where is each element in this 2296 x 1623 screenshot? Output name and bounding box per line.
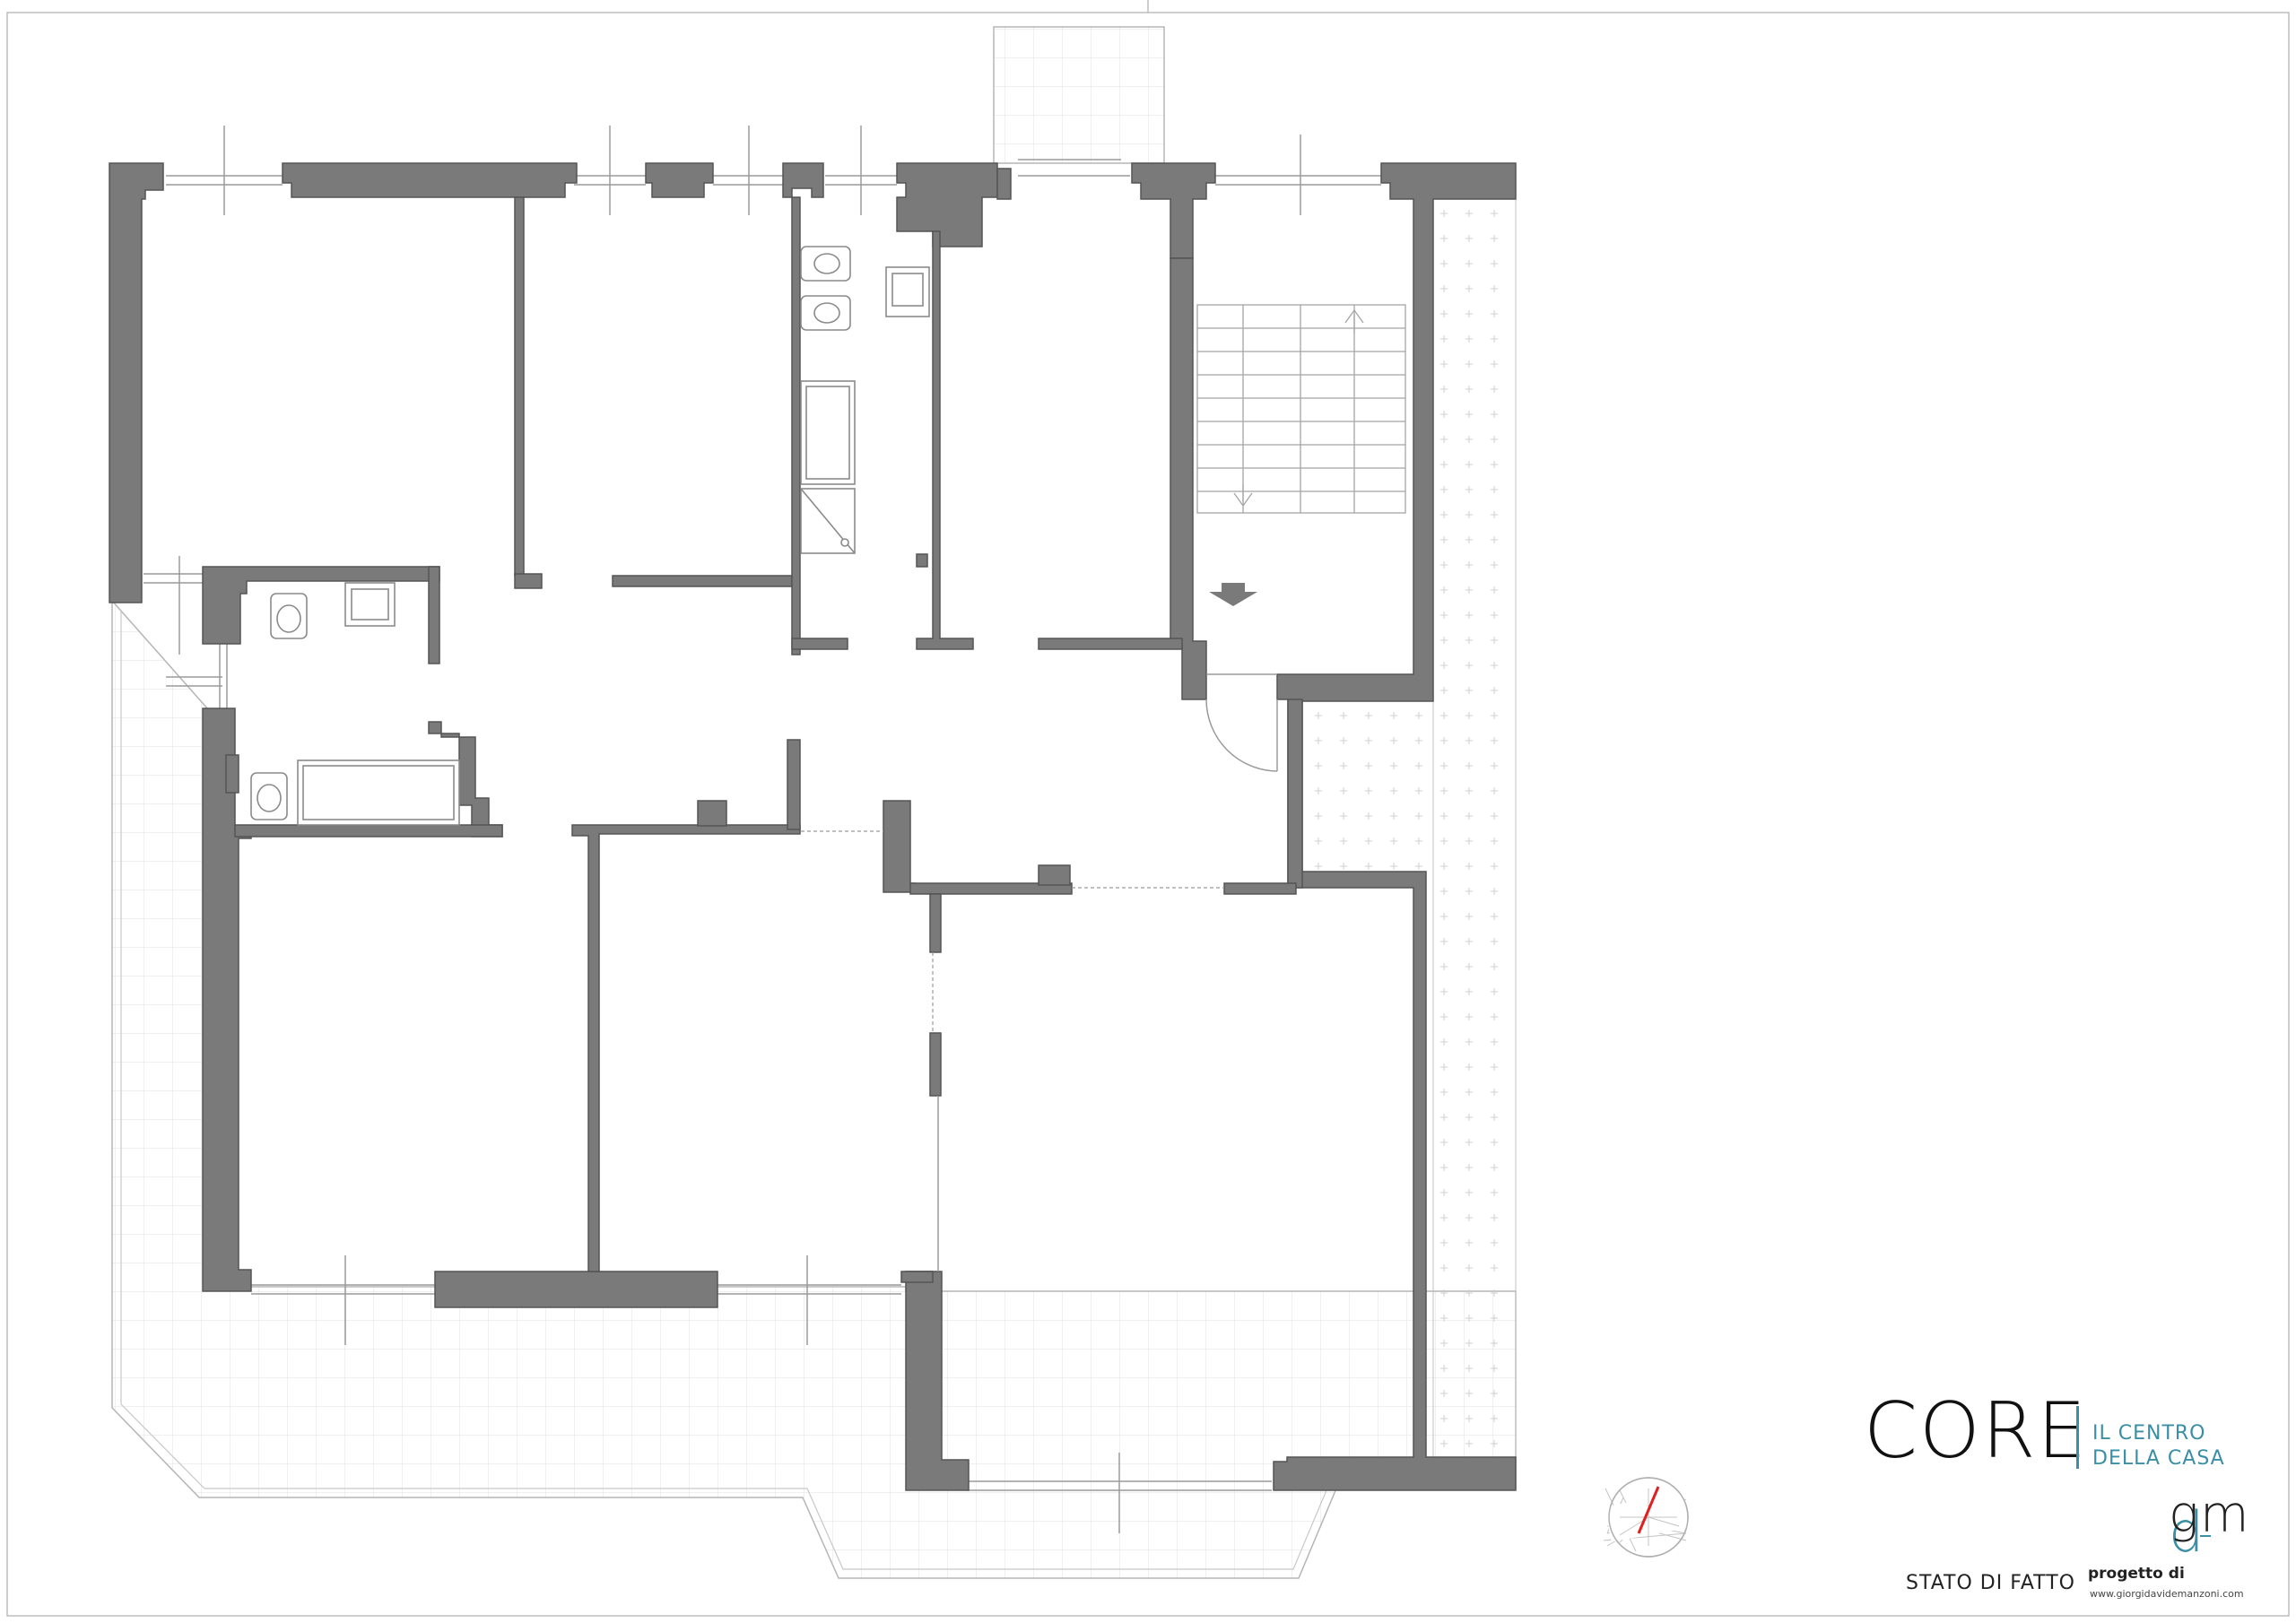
- brand-tagline-line1: IL CENTRO: [2092, 1422, 2206, 1445]
- staircase: [1196, 304, 1406, 514]
- brand-divider: [2076, 1406, 2079, 1469]
- entrance-arrow-icon: [1209, 583, 1257, 606]
- gmd-logo: d g m: [2169, 1486, 2249, 1565]
- terrace-right: [1432, 192, 1517, 1458]
- drawing-status: STATO DI FATTO: [1906, 1572, 2075, 1594]
- brand-tagline-line2: DELLA CASA: [2092, 1447, 2225, 1470]
- walls: [109, 162, 1517, 1491]
- window-lines: [144, 126, 1381, 1533]
- svg-text:m: m: [2200, 1486, 2249, 1544]
- svg-text:d: d: [2169, 1499, 2204, 1565]
- north-arrow-icon: [1603, 1477, 1690, 1558]
- brand-name: CORE: [1864, 1386, 2088, 1476]
- terrace-inner: [1302, 699, 1428, 870]
- designer-label: progetto di: [2088, 1565, 2185, 1583]
- terrace-left-bottom-inner: [120, 610, 1332, 1570]
- bathroom-fixtures: [250, 246, 930, 826]
- brand-tagline: IL CENTRO DELLA CASA: [2092, 1421, 2225, 1471]
- svg-text:g: g: [2169, 1486, 2199, 1544]
- designer-website: www.giorgidavidemanzoni.com: [2090, 1588, 2244, 1600]
- top-balcony: [993, 26, 1165, 164]
